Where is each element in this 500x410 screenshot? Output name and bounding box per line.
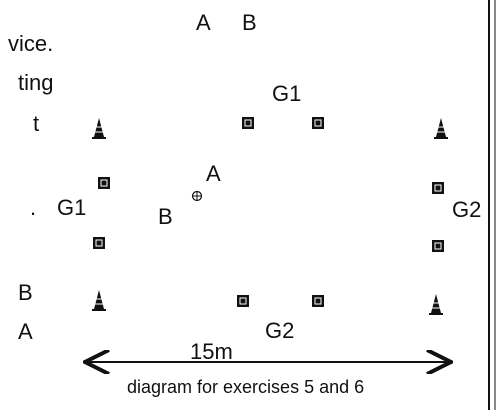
text-fragment-4: . [30, 195, 37, 220]
square-marker-icon [311, 294, 325, 308]
text-fragment-2: ting [18, 70, 54, 95]
text-fragment-1: vice. [8, 31, 54, 56]
square-marker-icon [97, 176, 111, 190]
label-center-a: A [206, 161, 221, 186]
label-g2-right: G2 [452, 197, 482, 222]
square-marker-icon [431, 181, 445, 195]
label-top-b: B [242, 10, 257, 35]
square-marker-icon [92, 236, 106, 250]
label-g1-top: G1 [272, 81, 302, 106]
label-g2-bottom: G2 [265, 318, 295, 343]
square-marker-icon [236, 294, 250, 308]
label-left-b: B [18, 280, 33, 305]
label-top-a: A [196, 10, 211, 35]
ball-icon [191, 190, 203, 202]
cone-icon [91, 289, 107, 312]
square-marker-icon [241, 116, 255, 130]
diagram-caption: diagram for exercises 5 and 6 [127, 377, 365, 397]
label-center-b: B [158, 204, 173, 229]
label-g1-left: G1 [57, 195, 87, 220]
text-fragment-3: t [33, 111, 40, 136]
square-marker-icon [311, 116, 325, 130]
cone-icon [91, 117, 107, 140]
cone-icon [428, 293, 444, 316]
square-marker-icon [431, 239, 445, 253]
cone-icon [433, 117, 449, 140]
label-left-a: A [18, 319, 33, 344]
